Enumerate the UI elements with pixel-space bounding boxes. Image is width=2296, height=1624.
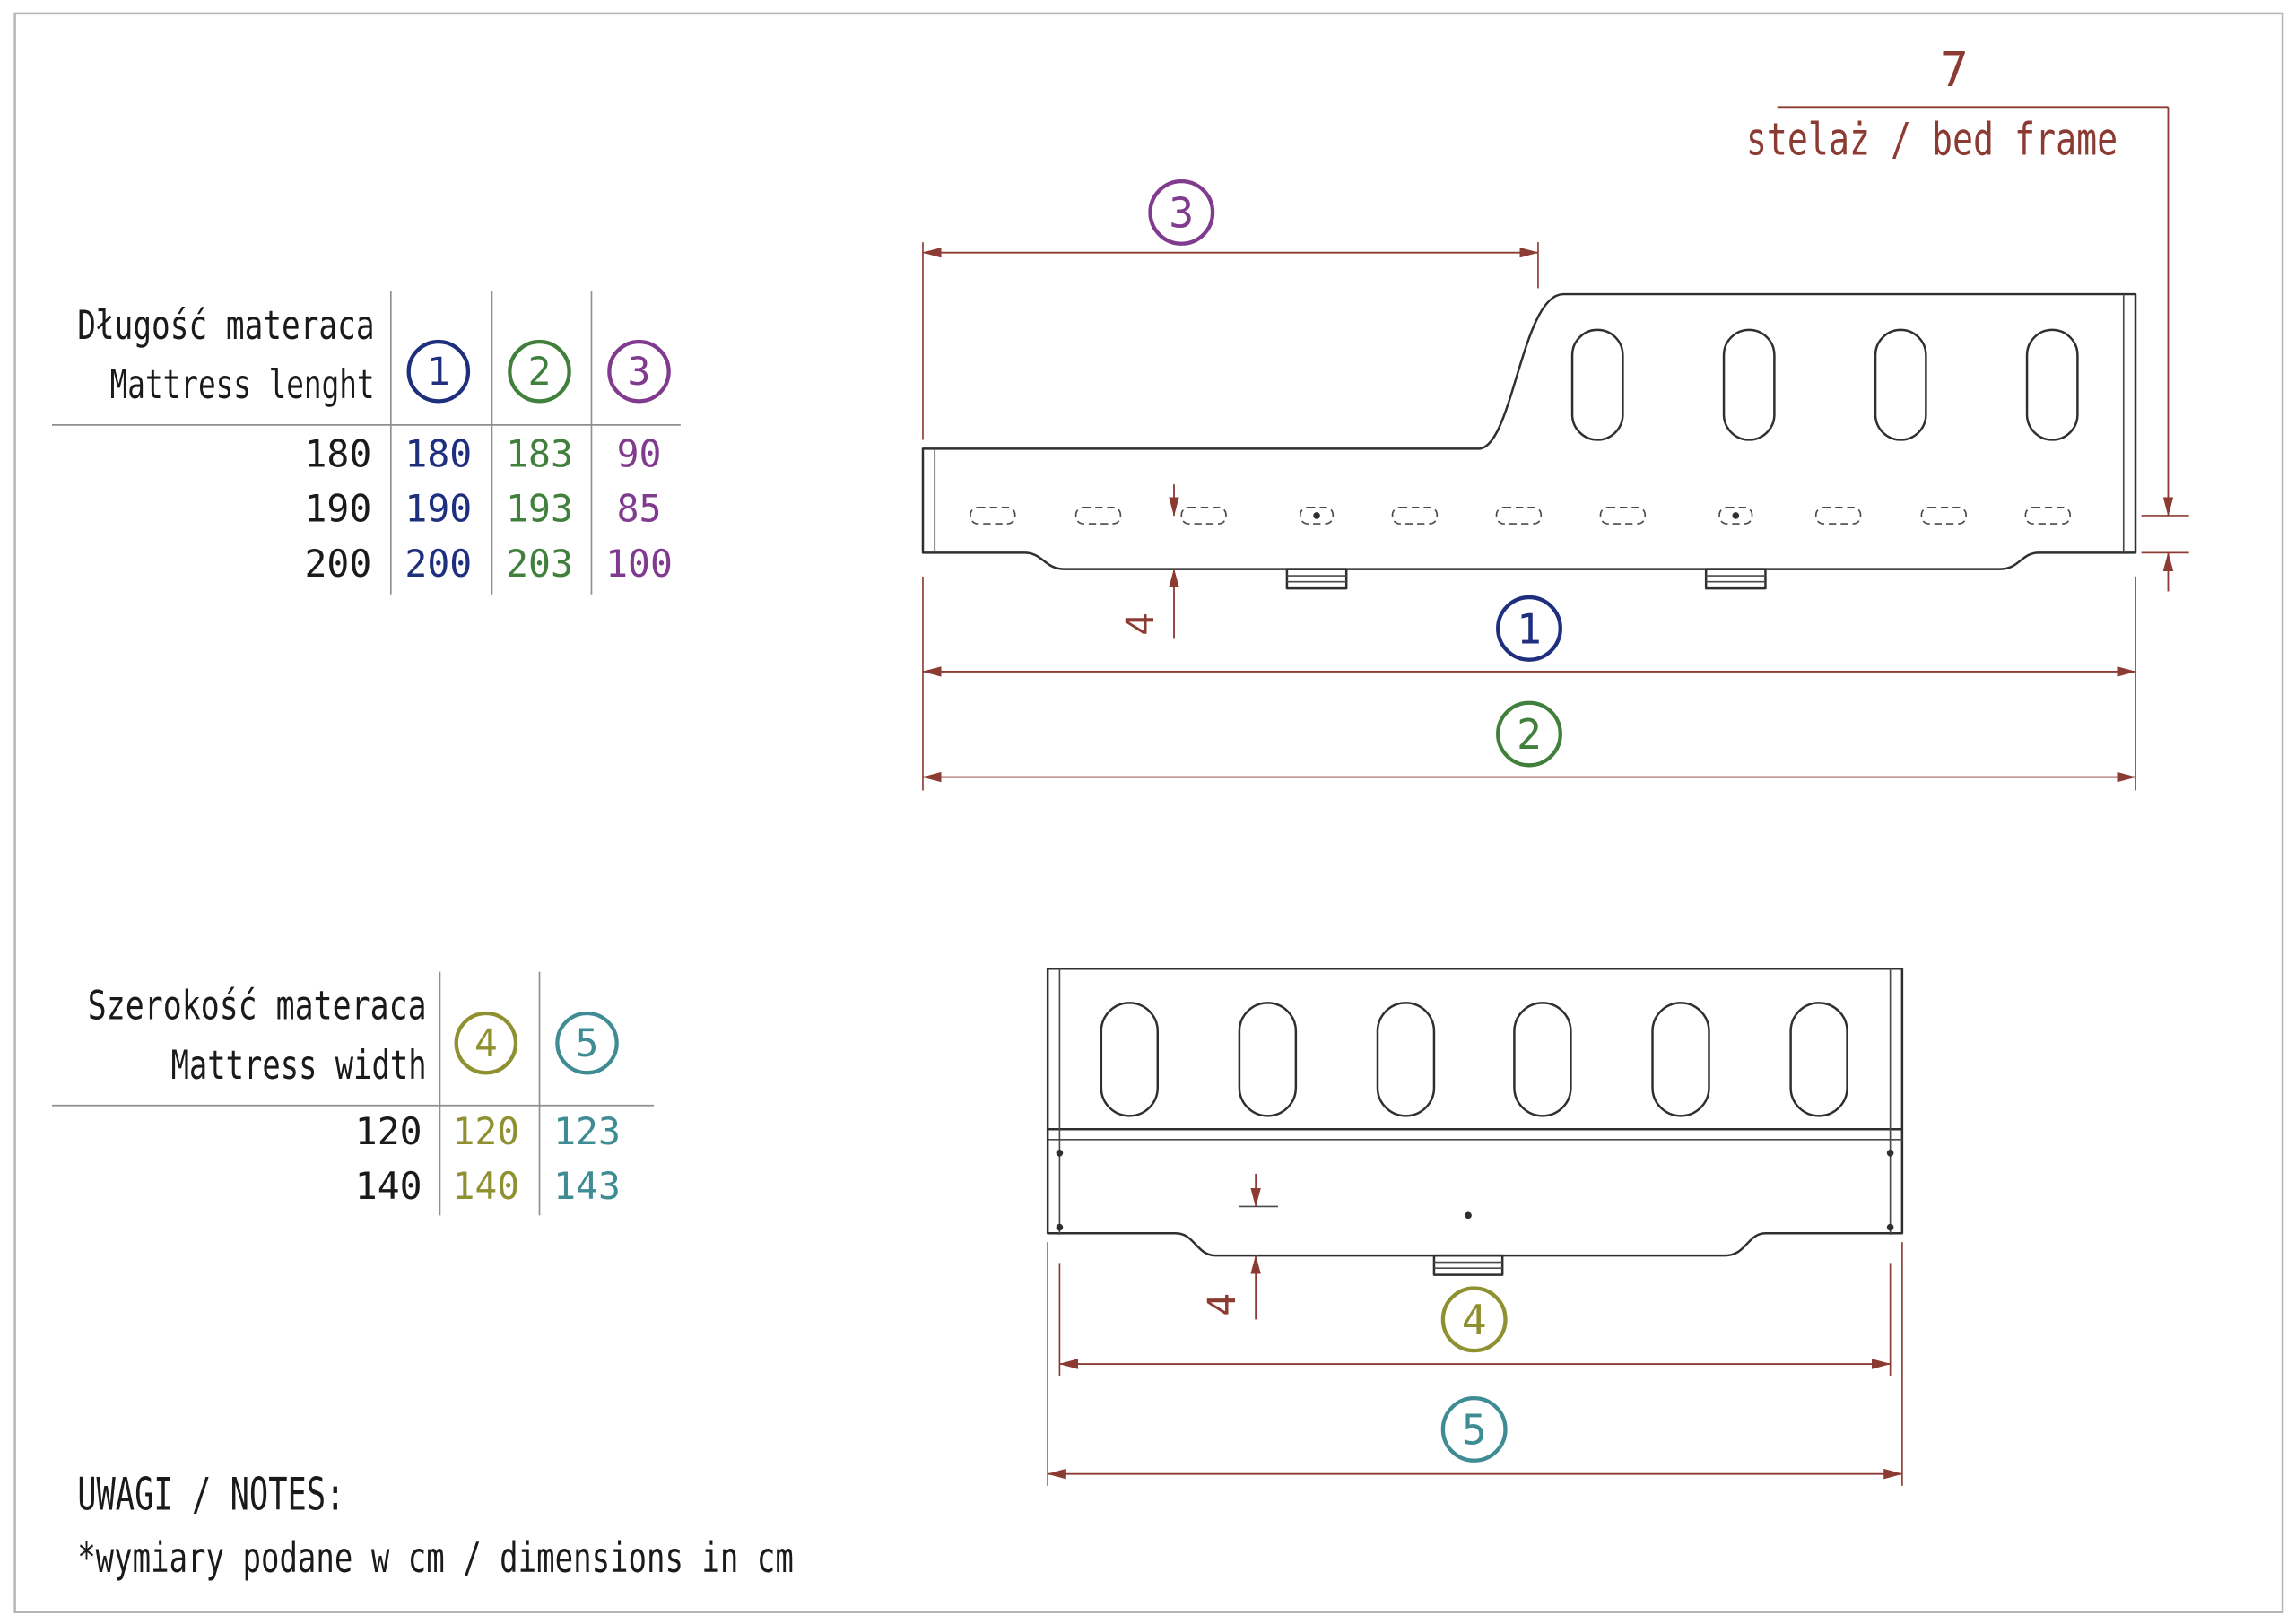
table-cell: 85 [617,488,662,531]
width-table: Szerokość materaca Mattress width 4 5 12… [52,971,655,1216]
dimension-2-label: 2 [1517,710,1542,759]
table-cell: 143 [553,1165,621,1208]
table-cell: 203 [506,543,573,586]
dimension-3: 3 [922,178,1539,440]
side-rail-outline [921,292,2137,570]
table-cell: 140 [452,1165,519,1208]
dimension-3-label: 3 [1169,189,1194,238]
front-panel-screw-dots [1056,1149,1894,1231]
length-table-rows: 180 180 183 90 190 190 193 85 200 200 20… [304,432,672,586]
table-cell: 120 [355,1110,422,1153]
side-view-drawing [921,292,2137,590]
right-edge-small-dimension [2141,515,2189,592]
table-cell: 180 [304,432,371,475]
width-table-title-pl: Szerokość materaca [88,982,427,1029]
width-table-grid-lines [52,971,655,1216]
side-rail-bottom-brackets [1285,568,1767,590]
table-cell: 100 [605,543,673,586]
table-cell: 140 [355,1165,422,1208]
length-table-col-3-badge: 3 [607,339,671,404]
screw-dot [1313,512,1320,519]
table-cell: 120 [452,1110,519,1153]
small-dimension-side-view: 4 [1118,484,1179,639]
side-rail-hand-slots [1570,328,2079,441]
notes-line-1: *wymiary podane w cm / dimensions in cm [77,1533,794,1582]
width-table-rows: 120 120 123 140 140 143 [355,1110,621,1208]
table-cell: 190 [404,488,472,531]
length-table-title-en: Mattress lenght [110,360,375,408]
dimension-1: 1 [922,576,2136,791]
dimension-5: 5 [1047,1242,1903,1486]
part-callout: 7 stelaż / bed frame [1746,42,2174,517]
dimension-4: 4 [1058,1263,1892,1376]
length-table-col-1-label: 1 [427,350,450,395]
notes: UWAGI / NOTES: *wymiary podane w cm / di… [77,1468,794,1582]
width-table-col-5-label: 5 [576,1021,599,1066]
front-view-drawing [1046,968,1904,1276]
table-cell: 180 [404,432,472,475]
table-cell: 200 [404,543,472,586]
small-dimension-side-label: 4 [1118,612,1163,636]
width-table-col-4-label: 4 [474,1021,498,1066]
length-table-col-2-label: 2 [528,350,552,395]
small-dimension-front-view: 4 [1200,1173,1261,1320]
width-table-col-5-badge: 5 [555,1011,619,1075]
screw-dot [1732,512,1740,519]
table-cell: 123 [553,1110,621,1153]
table-cell: 183 [506,432,573,475]
length-table: Długość materaca Mattress lenght 1 2 3 1… [52,291,681,595]
part-name: stelaż / bed frame [1746,113,2118,165]
notes-heading: UWAGI / NOTES: [77,1468,344,1520]
table-cell: 190 [304,488,371,531]
width-table-col-4-badge: 4 [454,1011,518,1075]
front-panel-outline [1046,968,1904,1257]
width-table-title-en: Mattress width [171,1041,427,1089]
length-table-col-3-label: 3 [628,350,651,395]
front-panel-hand-slots [1100,1002,1848,1117]
dimension-4-label: 4 [1462,1296,1487,1344]
table-cell: 90 [617,432,662,475]
dimension-1-label: 1 [1517,604,1542,653]
front-panel-bottom-bracket [1432,1254,1504,1276]
dimension-2: 2 [922,700,2136,783]
length-table-title-pl: Długość materaca [77,301,374,349]
table-cell: 193 [506,488,573,531]
part-number: 7 [1940,42,1969,98]
length-table-grid-lines [52,291,681,595]
table-cell: 200 [304,543,371,586]
side-rail-mounting-slots [970,507,2071,525]
page-border [13,12,2284,1613]
small-dimension-front-label: 4 [1200,1293,1245,1316]
dimension-5-label: 5 [1462,1406,1487,1455]
length-table-col-2-badge: 2 [508,339,571,404]
length-table-col-1-badge: 1 [406,339,471,404]
